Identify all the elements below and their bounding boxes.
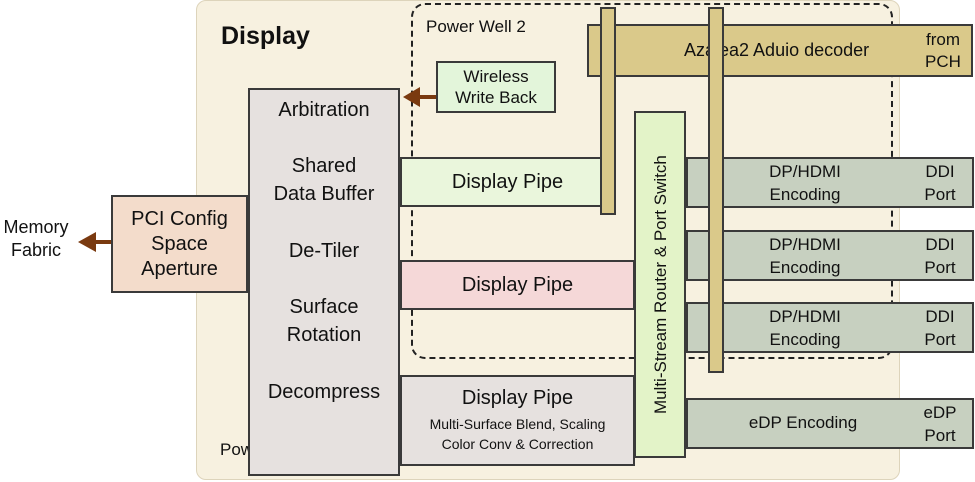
pci-line-3: Aperture — [141, 257, 218, 280]
port-3-line-2: Port — [924, 329, 956, 349]
encoder-row-3: DP/HDMI Encoding DDI Port — [686, 302, 974, 353]
edp-encoding-label: eDP Encoding — [748, 413, 858, 432]
memory-fabric-line-1: Memory — [3, 217, 69, 237]
from-pch-line-1: from — [926, 30, 960, 49]
display-pipe-3: Display Pipe Multi-Surface Blend, Scalin… — [400, 375, 635, 466]
shared-label: Shared — [291, 155, 357, 177]
wwb-line-1: Wireless — [463, 66, 529, 86]
port-2-line-2: Port — [924, 257, 956, 277]
encoder-1-line-2: Encoding — [769, 184, 841, 204]
encoder-3-line-2: Encoding — [769, 329, 841, 349]
decompress-label: Decompress — [267, 381, 381, 403]
arbitration-label: Arbitration — [278, 99, 370, 121]
azalea-audio-decoder: Azalea2 Aduio decoder from PCH — [587, 24, 973, 77]
surface-label: Surface — [289, 296, 359, 318]
encoder-row-2: DP/HDMI Encoding DDI Port — [686, 230, 974, 281]
router-label: Multi-Stream Router & Port Switch — [650, 155, 670, 414]
display-pipe-3-label: Display Pipe — [461, 387, 574, 410]
port-1-line-2: Port — [924, 184, 956, 204]
display-pipe-1: Display Pipe — [400, 157, 615, 207]
wwb-arrow-head-icon — [403, 87, 420, 107]
from-pch-label: from PCH — [914, 29, 972, 73]
from-pch-line-2: PCH — [925, 52, 961, 72]
multi-stream-router: Multi-Stream Router & Port Switch — [634, 111, 686, 458]
arbitration-block: Arbitration Shared Data Buffer De-Tiler … — [248, 88, 400, 476]
power-well-2-label: Power Well 2 — [426, 17, 526, 36]
azalea-label: Azalea2 Aduio decoder — [684, 40, 870, 60]
memory-arrow-head-icon — [78, 232, 96, 252]
memory-fabric-label: Memory Fabric — [0, 216, 72, 263]
memory-fabric-line-2: Fabric — [10, 240, 61, 261]
edp-port-line-1: eDP — [923, 403, 957, 422]
memory-arrow-shaft — [92, 240, 112, 244]
display-pipe-1-label: Display Pipe — [451, 170, 564, 193]
wwb-line-2: Write Back — [455, 88, 537, 107]
pci-line-2: Space — [151, 232, 208, 255]
encoder-2-line-1: DP/HDMI — [769, 235, 841, 254]
encoder-3-line-1: DP/HDMI — [769, 307, 841, 326]
display-pipe-2-label: Display Pipe — [461, 273, 574, 296]
display-pipe-3-sub-2: Color Conv & Correction — [441, 436, 594, 452]
pci-config-space-aperture: PCI Config Space Aperture — [111, 195, 248, 293]
encoder-row-1: DP/HDMI Encoding DDI Port — [686, 157, 974, 208]
data-buffer-label: Data Buffer — [273, 183, 375, 205]
pci-line-1: PCI Config — [131, 207, 228, 230]
port-1-line-1: DDI — [925, 162, 955, 181]
port-3-line-1: DDI — [925, 307, 955, 326]
display-pipe-3-sub-1: Multi-Surface Blend, Scaling — [429, 416, 606, 433]
encoder-row-4: eDP Encoding eDP Port — [686, 398, 974, 449]
display-title: Display — [221, 22, 310, 50]
audio-bar-left — [600, 7, 616, 215]
wireless-write-back: Wireless Write Back — [436, 61, 556, 113]
port-2-line-1: DDI — [925, 235, 955, 254]
encoder-1-line-1: DP/HDMI — [769, 162, 841, 181]
edp-port-line-2: Port — [924, 425, 956, 445]
encoder-2-line-2: Encoding — [769, 257, 841, 277]
display-pipe-2: Display Pipe — [400, 260, 635, 310]
de-tiler-label: De-Tiler — [288, 240, 360, 262]
audio-bar-right — [708, 7, 724, 373]
wwb-arrow-shaft — [418, 95, 436, 99]
rotation-label: Rotation — [286, 324, 362, 346]
